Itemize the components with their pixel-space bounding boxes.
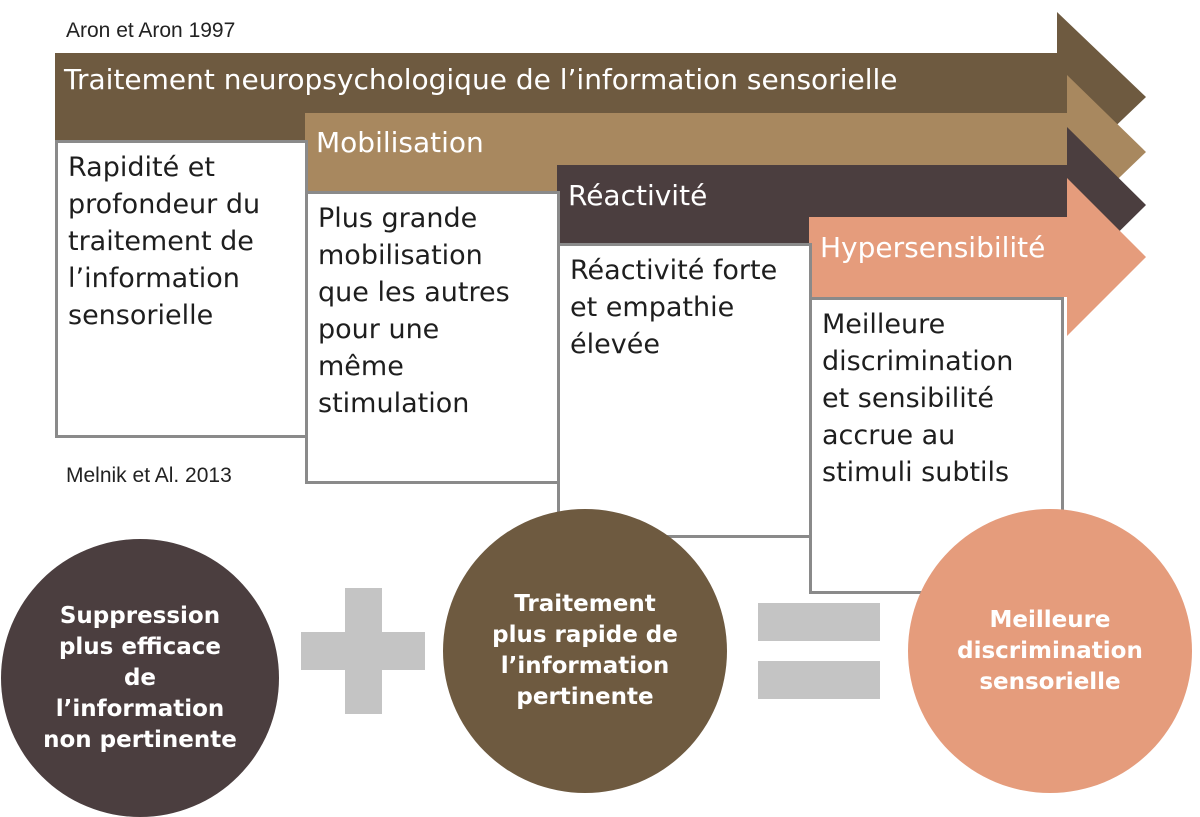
stage-2-description: Plus grande mobilisation que les autres … — [318, 203, 510, 419]
equation-term-1-text: Suppression plus efficace de l’informati… — [43, 602, 237, 753]
stage-1-title: Traitement neuropsychologique de l’infor… — [64, 63, 898, 96]
arrow-band-stage-3 — [557, 127, 1146, 283]
equation-result-text: Meilleure discrimination sensorielle — [957, 606, 1143, 695]
stage-4-title: Hypersensibilité — [820, 231, 1046, 264]
stage-3-box: Réactivité forte et empathie élevée — [557, 243, 812, 538]
stage-4-box: Meilleure discrimination et sensibilité … — [809, 297, 1064, 594]
stage-4-description: Meilleure discrimination et sensibilité … — [822, 309, 1014, 488]
stage-3-description: Réactivité forte et empathie élevée — [570, 255, 778, 360]
stage-2-title: Mobilisation — [316, 126, 484, 159]
stage-1-description: Rapidité et profondeur du traitement de … — [68, 152, 261, 331]
citation-bottom: Melnik et Al. 2013 — [66, 464, 232, 487]
stage-2-box: Plus grande mobilisation que les autres … — [305, 191, 560, 484]
equation-term-2-text: Traitement plus rapide de l’information … — [492, 591, 678, 710]
equation-result-circle: Meilleure discrimination sensorielle — [908, 509, 1192, 793]
citation-top: Aron et Aron 1997 — [66, 19, 236, 42]
arrow-band-stage-4 — [809, 178, 1146, 336]
stage-1-box: Rapidité et profondeur du traitement de … — [55, 140, 308, 438]
equation-term-2-circle: Traitement plus rapide de l’information … — [443, 509, 727, 793]
stage-3-title: Réactivité — [568, 179, 708, 212]
equation-term-1-circle: Suppression plus efficace de l’informati… — [1, 539, 279, 817]
